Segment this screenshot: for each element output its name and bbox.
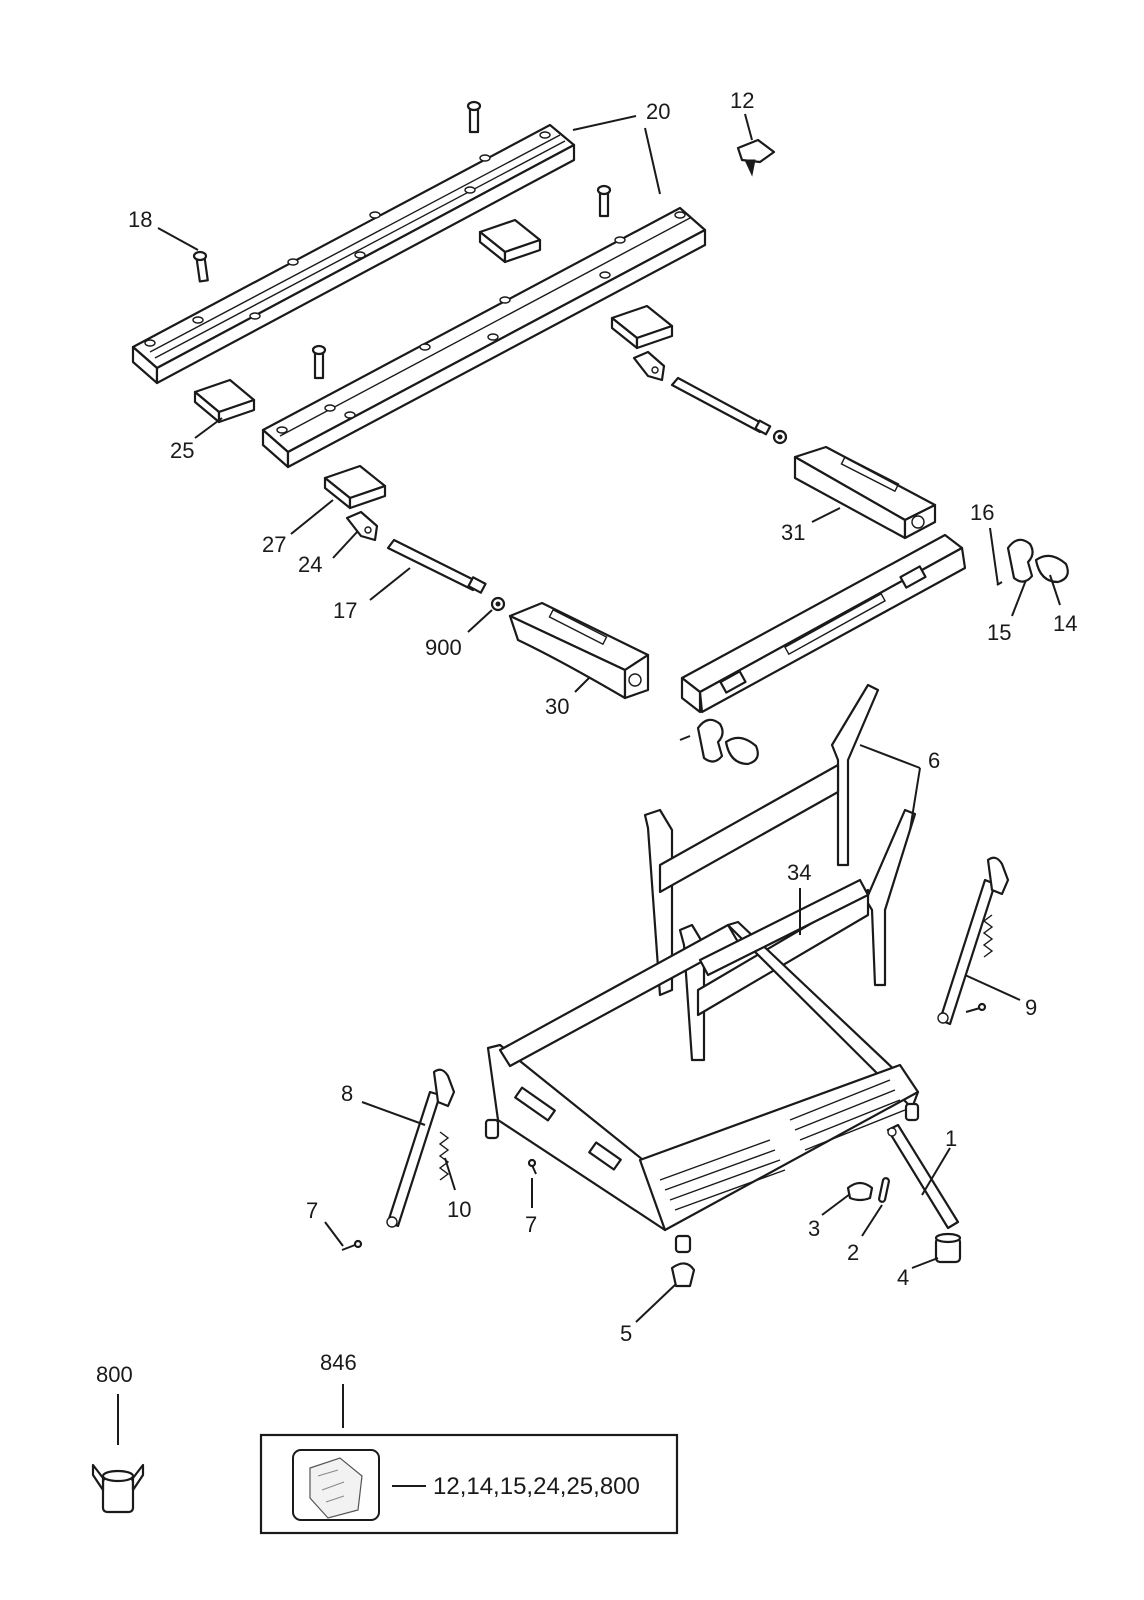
callout-25: 25 xyxy=(170,438,194,463)
crank-housing-left xyxy=(508,601,650,700)
handle-knob xyxy=(736,138,776,177)
service-kit-box: 12,14,15,24,25,800 xyxy=(259,1433,679,1535)
callout-846: 846 xyxy=(320,1350,357,1375)
callout-7-left: 7 xyxy=(306,1198,318,1223)
rivet xyxy=(527,1158,537,1175)
bolt xyxy=(596,184,612,218)
swivel-peg xyxy=(323,464,387,510)
washer xyxy=(490,596,506,612)
castor-foot xyxy=(670,1262,696,1288)
washer xyxy=(772,429,788,445)
foot xyxy=(484,1102,920,1254)
swivel-peg xyxy=(610,304,674,350)
lead-screw xyxy=(670,376,772,436)
foot-pad xyxy=(846,1181,874,1202)
top-frame-rail xyxy=(680,533,967,714)
leg-frame-upper xyxy=(643,683,880,997)
bolt xyxy=(192,250,209,283)
foot-bar xyxy=(886,1123,960,1230)
callout-16: 16 xyxy=(970,500,994,525)
callout-1: 1 xyxy=(945,1126,957,1151)
stay-arm xyxy=(937,856,1010,1026)
pivot-clamp xyxy=(696,718,724,763)
crank-housing-right xyxy=(793,445,937,540)
foot-pin xyxy=(878,1177,890,1203)
callout-10: 10 xyxy=(447,1197,471,1222)
foot-cap xyxy=(934,1232,962,1264)
leader-lines xyxy=(117,113,1061,1445)
stay-arm xyxy=(386,1068,456,1228)
pin xyxy=(679,735,691,741)
callout-9: 9 xyxy=(1025,995,1037,1020)
lead-screw xyxy=(386,538,487,594)
callout-labels: 20 12 18 25 27 24 17 900 30 31 16 15 14 … xyxy=(96,88,1077,1387)
rivet xyxy=(965,1002,987,1013)
callout-15: 15 xyxy=(987,620,1011,645)
wing-nut-800 xyxy=(91,1463,145,1514)
rear-brace xyxy=(698,878,870,977)
callout-4: 4 xyxy=(897,1265,909,1290)
callout-31: 31 xyxy=(781,520,805,545)
callout-20: 20 xyxy=(646,99,670,124)
rivet xyxy=(341,1239,363,1251)
callout-5: 5 xyxy=(620,1321,632,1346)
base-frame xyxy=(484,920,920,1254)
callout-800: 800 xyxy=(96,1362,133,1387)
clamp-nut xyxy=(632,350,666,382)
step-slats xyxy=(659,1079,906,1211)
callout-14: 14 xyxy=(1053,611,1077,636)
jaw-board-rear xyxy=(131,123,576,385)
end-cap xyxy=(1034,554,1069,584)
callout-6: 6 xyxy=(928,748,940,773)
callout-2: 2 xyxy=(847,1240,859,1265)
callout-34: 34 xyxy=(787,860,811,885)
pivot-clamp xyxy=(1006,538,1034,583)
callout-900: 900 xyxy=(425,635,462,660)
parts-bag-icon xyxy=(292,1449,380,1521)
callout-7-center: 7 xyxy=(525,1212,537,1237)
jaw-board-front xyxy=(261,206,707,469)
callout-17: 17 xyxy=(333,598,357,623)
spring xyxy=(438,1131,450,1181)
kit-contents-label: 12,14,15,24,25,800 xyxy=(433,1473,640,1500)
callout-24: 24 xyxy=(298,552,322,577)
swivel-peg xyxy=(193,378,256,424)
end-cap xyxy=(724,736,759,766)
clamp-nut xyxy=(345,510,379,542)
spring xyxy=(982,914,994,958)
callout-30: 30 xyxy=(545,694,569,719)
bolt xyxy=(311,344,327,380)
callout-3: 3 xyxy=(808,1216,820,1241)
callout-18: 18 xyxy=(128,207,152,232)
swivel-peg xyxy=(478,218,542,264)
callout-27: 27 xyxy=(262,532,286,557)
bolt xyxy=(466,100,482,134)
callout-8: 8 xyxy=(341,1081,353,1106)
callout-12: 12 xyxy=(730,88,754,113)
